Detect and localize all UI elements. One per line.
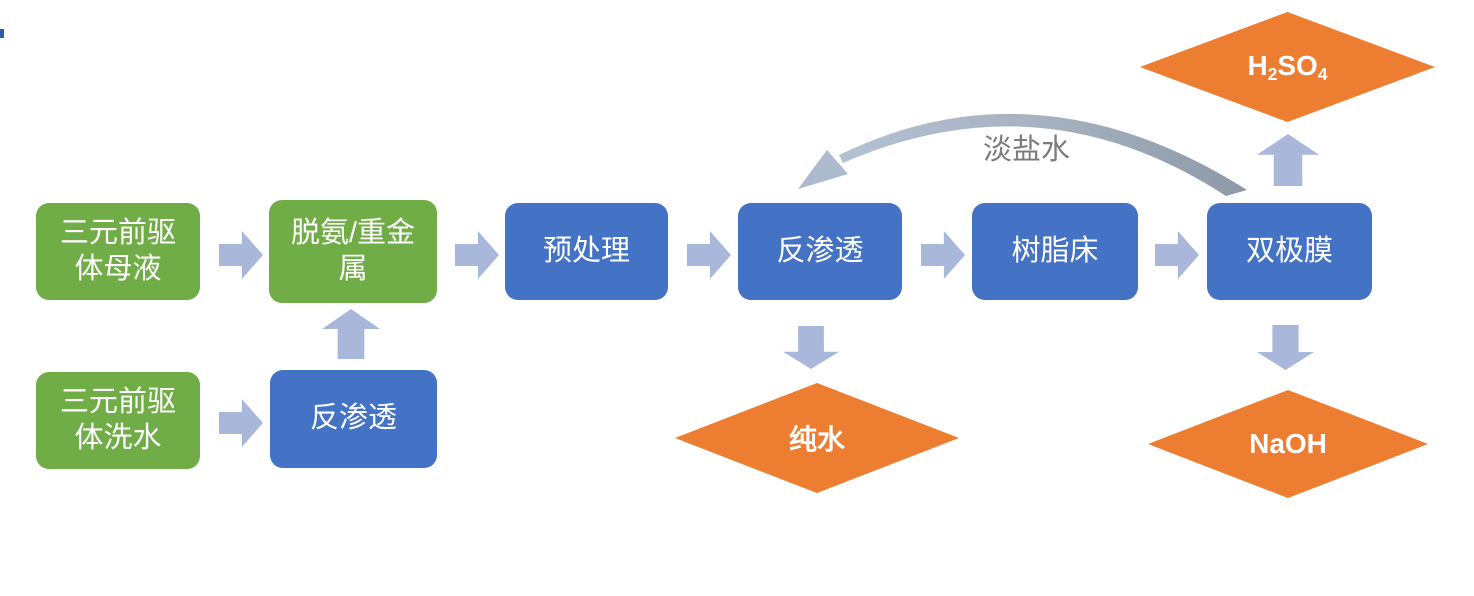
brine-label: 淡盐水 <box>983 134 1071 166</box>
node-bipolar-membrane: 双极膜 <box>1207 203 1372 300</box>
node-reverse-osmosis: 反渗透 <box>738 203 902 300</box>
flow-arrow-right-3 <box>687 231 731 279</box>
flow-arrow-right-6 <box>219 399 263 447</box>
output-diamond-pure-water: 纯水 <box>675 383 959 493</box>
edge-artifact <box>0 29 4 38</box>
output-diamond-naoh: NaOH <box>1148 390 1428 498</box>
flow-arrow-right-2 <box>455 231 499 279</box>
flow-arrow-right-1 <box>219 231 263 279</box>
curved-arrow-head <box>798 150 848 189</box>
flow-arrow-up-to-deamination <box>322 309 380 359</box>
node-pretreatment: 预处理 <box>505 203 668 300</box>
node-reverse-osmosis-wash: 反渗透 <box>270 370 437 468</box>
flow-arrow-up-to-h2so4 <box>1257 134 1319 186</box>
flow-arrow-down-to-naoh <box>1257 325 1314 370</box>
flow-arrow-right-5 <box>1155 231 1199 279</box>
node-resin-bed: 树脂床 <box>972 203 1138 300</box>
flow-arrow-right-4 <box>921 231 965 279</box>
h2so4-formula: H2SO4 <box>1247 49 1328 84</box>
node-mother-liquor: 三元前驱 体母液 <box>36 203 200 300</box>
output-diamond-h2so4: H2SO4 <box>1140 12 1435 122</box>
flow-arrow-down-to-pure-water <box>783 326 839 369</box>
node-deamination-heavy-metal: 脱氨/重金 属 <box>269 200 437 303</box>
node-wash-water: 三元前驱 体洗水 <box>36 372 200 469</box>
